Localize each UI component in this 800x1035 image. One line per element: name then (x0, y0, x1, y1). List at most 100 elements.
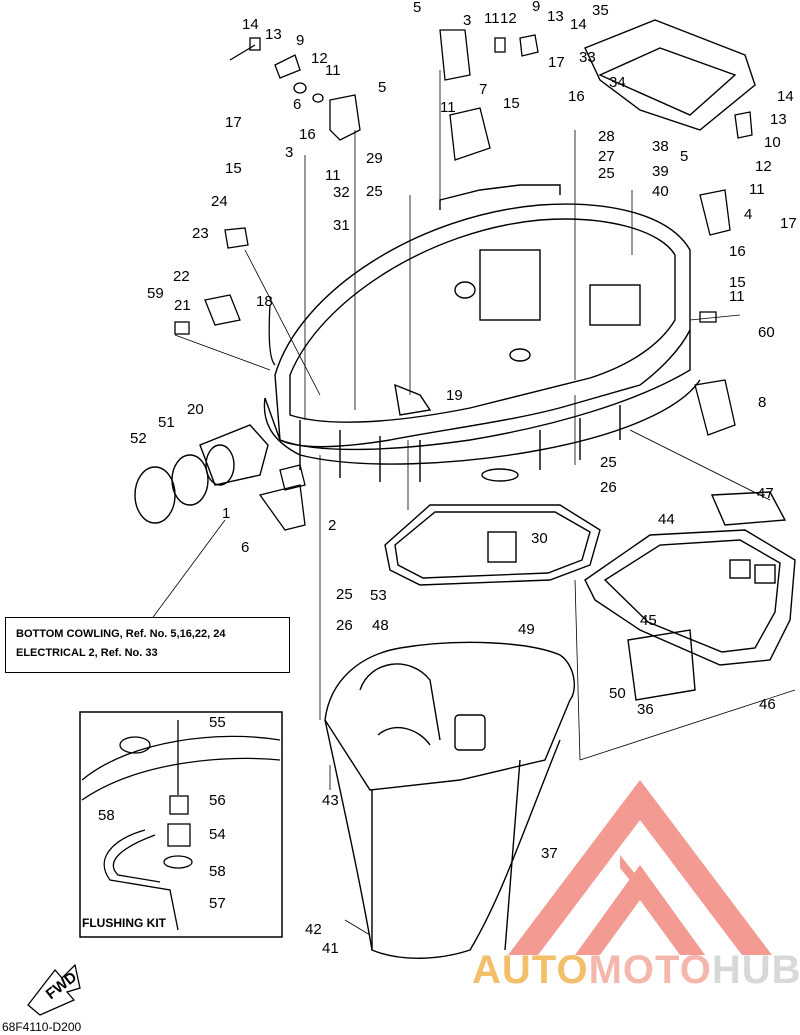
callout: 50 (609, 685, 626, 702)
callout: 40 (652, 183, 669, 200)
callout: 9 (296, 32, 304, 49)
callout: 58 (98, 807, 115, 824)
callout: 23 (192, 225, 209, 242)
callout: 33 (579, 49, 596, 66)
callout: 30 (531, 530, 548, 547)
callout: 29 (366, 150, 383, 167)
callout: 14 (777, 88, 794, 105)
callout: 25 (600, 454, 617, 471)
callout: 17 (548, 54, 565, 71)
callout: 38 (652, 138, 669, 155)
callout: 5 (378, 79, 386, 96)
callout: 3 (285, 144, 293, 161)
flushing-kit-inset (79, 711, 283, 938)
callout: 8 (758, 394, 766, 411)
lower-apron (324, 641, 576, 959)
callout: 46 (759, 696, 776, 713)
callout: 27 (598, 148, 615, 165)
seal-gasket (384, 504, 601, 586)
callout: 11 (749, 181, 765, 198)
callout: 52 (130, 430, 147, 447)
callout: 6 (293, 96, 301, 113)
intake-assembly (134, 424, 269, 524)
watermark-part: MOTO (588, 948, 712, 992)
watermark-logo-icon (508, 780, 772, 955)
callout: 1 (222, 505, 230, 522)
callout: 17 (225, 114, 242, 131)
callout: 43 (322, 792, 339, 809)
callout: 20 (187, 401, 204, 418)
callout: 15 (503, 95, 520, 112)
callout: 16 (299, 126, 316, 143)
callout: 19 (446, 387, 463, 404)
callout: 36 (637, 701, 654, 718)
callout: 25 (336, 586, 353, 603)
callout: 4 (744, 206, 752, 223)
callout: 13 (547, 8, 564, 25)
diagram-code: 68F4110-D200 (2, 1020, 82, 1034)
callout: 49 (518, 621, 535, 638)
callout: 26 (336, 617, 353, 634)
callout: 7 (479, 81, 487, 98)
callout: 31 (333, 217, 350, 234)
callout: 44 (658, 511, 675, 528)
callout: 21 (174, 297, 191, 314)
callout: 25 (366, 183, 383, 200)
callout: 16 (729, 243, 746, 260)
callout: 39 (652, 163, 669, 180)
callout: 47 (757, 485, 774, 502)
callout: 37 (541, 845, 558, 862)
callout: 45 (640, 612, 657, 629)
callout: 9 (532, 0, 540, 15)
callout: 22 (173, 268, 190, 285)
reference-note-line: BOTTOM COWLING, Ref. No. 5,16,22, 24 (16, 628, 226, 640)
callout: 25 (598, 165, 615, 182)
callout: 10 (764, 134, 781, 151)
callout: 60 (758, 324, 775, 341)
callout: 14 (570, 16, 587, 33)
callout: 2 (328, 517, 336, 534)
callout: 11 (440, 99, 456, 116)
callout: 5 (680, 148, 688, 165)
cover-plate (584, 19, 756, 131)
callout: 13 (265, 26, 282, 43)
callout: 11 (325, 167, 341, 184)
callout-labels: 14 13 9 12 11 5 6 17 16 3 15 11 32 31 29… (98, 0, 797, 957)
watermark-part: AUTO (472, 948, 589, 992)
small-parts (174, 29, 753, 531)
callout: 15 (729, 274, 746, 291)
fwd-label: FWD (43, 968, 81, 1003)
callout: 17 (780, 215, 797, 232)
reference-note-line: ELECTRICAL 2, Ref. No. 33 (16, 647, 158, 659)
callout: 13 (770, 111, 787, 128)
callout: 56 (209, 792, 226, 809)
callout: 12 (500, 10, 517, 27)
callout: 51 (158, 414, 175, 431)
callout: 53 (370, 587, 387, 604)
callout: 5 (413, 0, 421, 16)
callout: 15 (225, 160, 242, 177)
reference-note: BOTTOM COWLING, Ref. No. 5,16,22, 24 ELE… (5, 617, 290, 673)
callout: 26 (600, 479, 617, 496)
callout: 41 (322, 940, 339, 957)
callout: 35 (592, 2, 609, 19)
callout: 18 (256, 293, 273, 310)
callout: 12 (755, 158, 772, 175)
bottom-cowling (263, 184, 701, 482)
callout: 57 (209, 895, 226, 912)
callout: 11 (325, 62, 341, 79)
callout: 11 (484, 10, 500, 27)
callout: 58 (209, 863, 226, 880)
callout: 28 (598, 128, 615, 145)
leader-lines (124, 70, 796, 936)
callout: 12 (311, 50, 328, 67)
callout: 14 (242, 16, 259, 33)
watermark-part: HUB (711, 948, 800, 992)
callout: 32 (333, 184, 350, 201)
callout: 16 (568, 88, 585, 105)
callout: 42 (305, 921, 322, 938)
callout: 3 (463, 12, 471, 29)
callout: 54 (209, 826, 226, 843)
fwd-arrow-icon: FWD (27, 963, 81, 1016)
flushing-kit-title: FLUSHING KIT (82, 916, 166, 930)
